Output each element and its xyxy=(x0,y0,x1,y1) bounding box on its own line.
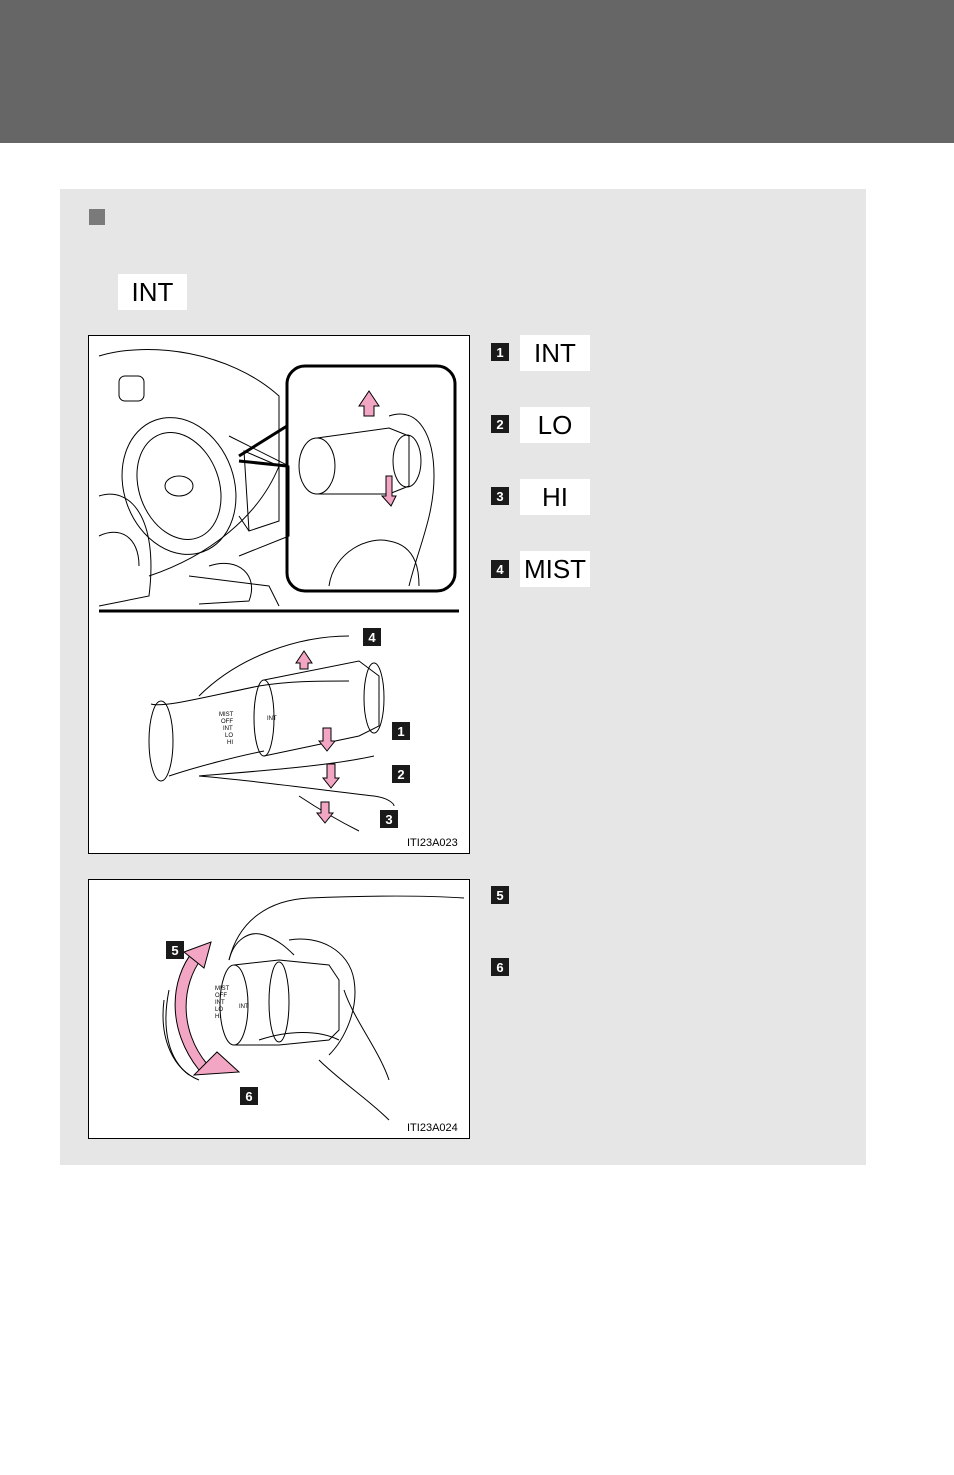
step-1-label: INT xyxy=(520,335,590,371)
step-4-badge: 4 xyxy=(491,560,509,578)
fig1-pos-off: OFF xyxy=(221,719,233,725)
fig1-pos-int: INT xyxy=(223,726,233,732)
fig1-callout-4: 4 xyxy=(363,628,381,646)
fig1-pos-hi: HI xyxy=(227,740,233,746)
fig1-callout-1: 1 xyxy=(392,722,410,740)
header-bar xyxy=(0,0,954,143)
wiper-lever-figure: MIST OFF INT LO HI INT 4 1 2 3 ITI23A023 xyxy=(88,335,470,854)
fig2-callout-5: 5 xyxy=(166,941,184,959)
section-marker-icon xyxy=(89,209,105,225)
fig1-callout-3: 3 xyxy=(380,810,398,828)
fig1-code: ITI23A023 xyxy=(407,837,458,849)
step-2-label: LO xyxy=(520,407,590,443)
step-4-label: MIST xyxy=(520,551,590,587)
fig2-pos-off: OFF xyxy=(215,993,227,999)
fig2-pos-mist: MIST xyxy=(215,986,230,992)
step-6-badge: 6 xyxy=(491,958,509,976)
step-2-badge: 2 xyxy=(491,415,509,433)
wiper-ring-illustration: MIST OFF INT LO HI INT xyxy=(162,895,465,1121)
fig2-callout-6: 6 xyxy=(240,1087,258,1105)
step-3-label: HI xyxy=(520,479,590,515)
fig2-pos-int: INT xyxy=(215,1000,225,1006)
fig2-code: ITI23A024 xyxy=(407,1122,458,1134)
fig1-pos-mist: MIST xyxy=(219,712,234,718)
fig2-ring-label: INT xyxy=(239,1004,249,1010)
fig1-ring-label: INT xyxy=(267,716,277,722)
fig2-pos-hi: HI xyxy=(215,1014,221,1020)
wiper-ring-figure: MIST OFF INT LO HI INT 5 6 ITI23A024 xyxy=(88,879,470,1139)
wiper-lever-illustration: MIST OFF INT LO HI INT xyxy=(98,349,459,832)
step-5-badge: 5 xyxy=(491,886,509,904)
step-1-badge: 1 xyxy=(491,343,509,361)
fig1-callout-2: 2 xyxy=(392,765,410,783)
int-mode-label: INT xyxy=(118,274,187,310)
fig2-pos-lo: LO xyxy=(215,1007,223,1013)
fig1-pos-lo: LO xyxy=(225,733,233,739)
step-3-badge: 3 xyxy=(491,487,509,505)
